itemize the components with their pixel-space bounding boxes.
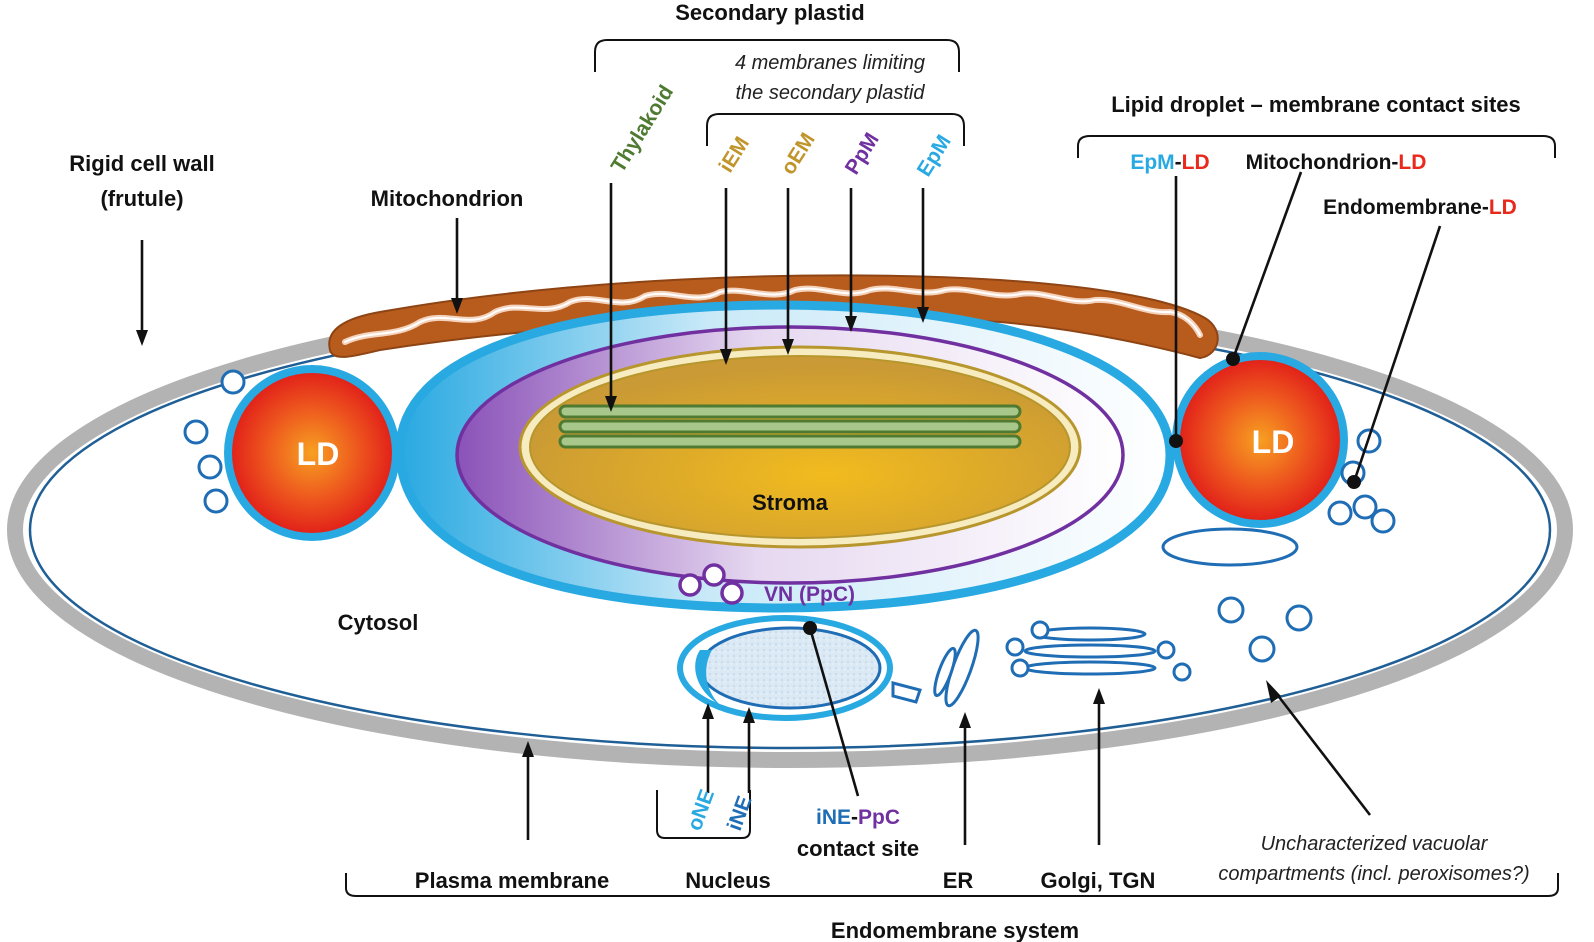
ppm-label: PpM [841, 129, 884, 179]
epm-label: EpM [913, 131, 956, 181]
mitochondrion-label: Mitochondrion [371, 186, 524, 211]
vacuolar-caption-line2: compartments (incl. peroxisomes?) [1218, 863, 1529, 885]
secondary-plastid-title: Secondary plastid [675, 0, 865, 25]
four-membranes-caption-line2: the secondary plastid [735, 82, 925, 104]
vn-label: VN (PpC) [764, 583, 855, 606]
thylakoid-stack [558, 404, 1022, 449]
ld-contacts-title: Lipid droplet – membrane contact sites [1111, 92, 1521, 117]
ld-left-label: LD [297, 436, 340, 472]
ine-ppc-label: iNE-PpC [816, 806, 900, 829]
four-membranes-caption-line1: 4 membranes limiting [735, 52, 925, 74]
ld-right-label: LD [1252, 424, 1295, 460]
one-label: oNE [683, 786, 719, 833]
contact-site-label: contact site [797, 836, 919, 861]
endo-ld-label: Endomembrane-LD [1323, 196, 1517, 219]
nucleus-label: Nucleus [685, 868, 771, 893]
ppc-vesicles [678, 563, 744, 605]
vacuolar-vesicles [1217, 596, 1313, 663]
brace-endomembrane [345, 873, 1559, 897]
plasma-membrane-label: Plasma membrane [415, 868, 609, 893]
nucleus [677, 615, 893, 721]
stroma-label: Stroma [752, 490, 829, 515]
oem-label: oEM [777, 129, 820, 179]
pointer-arrows [136, 183, 1372, 845]
er-label: ER [943, 868, 974, 893]
vesicles-left [183, 369, 246, 514]
ine-label: iNE [723, 793, 757, 834]
vacuolar-caption-line1: Uncharacterized vacuolar [1261, 833, 1489, 855]
vacuole-flat [1161, 527, 1299, 567]
brace-nucleus-labels [656, 790, 751, 839]
iem-label: iEM [715, 133, 754, 177]
contact-site-markers [803, 171, 1442, 797]
er-tubules [891, 628, 980, 708]
cell-wall-label-line1: Rigid cell wall [69, 151, 214, 176]
lipid-droplet-right [1172, 352, 1348, 528]
endomembrane-system-title: Endomembrane system [831, 918, 1079, 942]
epm-ld-label: EpM-LD [1130, 151, 1209, 174]
nucleus-inE [698, 626, 882, 710]
golgi-stack [1005, 620, 1192, 682]
brace-secondary-plastid [594, 39, 960, 72]
cell-wall-label-line2: (frutule) [100, 186, 183, 211]
golgi-label: Golgi, TGN [1041, 868, 1156, 893]
brace-ld-contacts [1077, 135, 1556, 158]
cytosol-label: Cytosol [338, 610, 419, 635]
lipid-droplet-left [224, 365, 400, 541]
mito-ld-label: Mitochondrion-LD [1246, 151, 1427, 174]
thylakoid-label: Thylakoid [607, 81, 678, 176]
brace-four-membranes [706, 113, 965, 146]
